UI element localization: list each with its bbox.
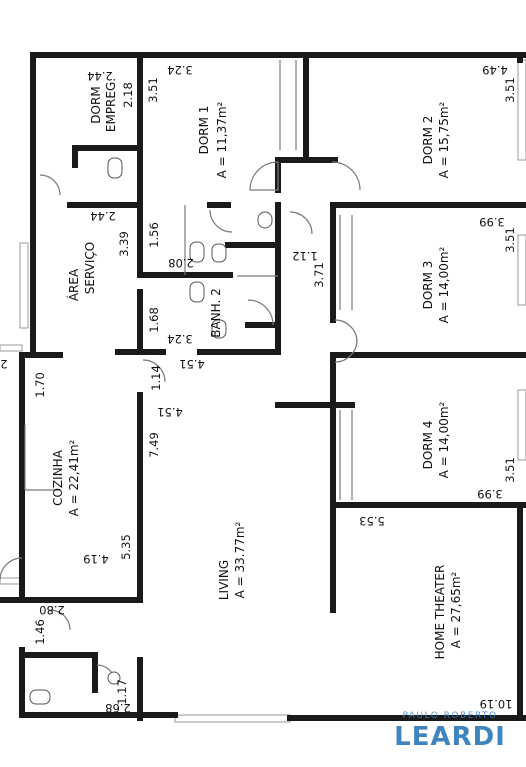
- hall2-dim-h: 1.14: [149, 365, 163, 391]
- room-home-theater: HOME THEATER A = 27,65m² 5.53 10.19: [359, 514, 512, 711]
- dorm3-name: DORM 3: [421, 261, 435, 310]
- room-dorm1: DORM 1 A = 11,37m² 3.24 3.51: [146, 63, 229, 178]
- hall2-dim-w: 4.51: [179, 357, 205, 371]
- doors: [0, 161, 361, 684]
- dorm-empreg-dim-h: 2.18: [121, 82, 135, 108]
- home-theater-area: A = 27,65m²: [449, 571, 463, 648]
- room-hall-2: 4.51 1.14: [149, 357, 205, 391]
- area-servico-dim-w: 2.44: [90, 209, 116, 223]
- cozinha-area: A = 22,41m²: [67, 439, 81, 516]
- wc-dim-h: 1.17: [115, 679, 129, 705]
- dorm4-name: DORM 4: [421, 421, 435, 470]
- cozinha-dim-h: 5.35: [119, 534, 133, 560]
- living-name: LIVING: [217, 560, 231, 600]
- banh2-dim-h: 1.68: [147, 307, 161, 333]
- dorm3-dim-h: 3.51: [503, 227, 517, 253]
- dorm4-dim-h: 3.51: [503, 457, 517, 483]
- home-theater-dim-w2: 10.19: [480, 697, 513, 711]
- lavabo-dim-w: 2.80: [39, 603, 65, 617]
- home-theater-dim-w: 5.53: [359, 514, 385, 528]
- dorm2-dim-h: 3.51: [503, 77, 517, 103]
- dorm2-name: DORM 2: [421, 116, 435, 165]
- room-cozinha: COZINHA A = 22,41m² 4.19 5.35 1.70 2: [0, 357, 133, 566]
- dorm-empreg-name-2: EMPREG.: [104, 78, 118, 132]
- dorm3-area: A = 14,00m²: [437, 246, 451, 323]
- cozinha-dim-edge: 2: [0, 357, 7, 371]
- living-dim-w: 4.51: [157, 405, 183, 419]
- room-dorm-empreg: DORM EMPREG. 2.44 2.18: [87, 69, 135, 132]
- area-servico-name-1: ÁREA: [66, 268, 81, 301]
- windows: [0, 59, 526, 723]
- banh2-dim-w: 3.24: [167, 332, 193, 346]
- room-living: LIVING A = 33.77m² 4.51 7.49: [147, 405, 247, 600]
- brand-logo: PAULO ROBERTO LEARDI: [394, 711, 506, 752]
- dorm2-dim-w: 4.49: [482, 63, 508, 77]
- room-dorm4: DORM 4 A = 14,00m² 3.99 3.51: [421, 401, 517, 501]
- dorm-empreg-name-1: DORM: [89, 86, 103, 123]
- cozinha-name: COZINHA: [51, 449, 65, 506]
- dorm1-area: A = 11,37m²: [215, 101, 229, 178]
- wc-dim-w: 2.68: [105, 701, 131, 715]
- dorm4-dim-w: 3.99: [477, 487, 503, 501]
- banh1-dim-w: 2.08: [168, 256, 194, 270]
- fixtures: [24, 60, 353, 705]
- dorm4-area: A = 14,00m²: [437, 401, 451, 478]
- dorm2-area: A = 15,75m²: [437, 101, 451, 178]
- banh2-name: BANH. 2: [209, 288, 223, 338]
- home-theater-name: HOME THEATER: [433, 565, 447, 660]
- area-servico-name-2: SERVIÇO: [83, 242, 97, 294]
- room-lavabo: 2.80 1.46: [33, 603, 65, 645]
- dorm-empreg-dim-w: 2.44: [87, 69, 113, 83]
- room-banh2: BANH. 2 3.24 1.68: [147, 288, 223, 346]
- banh1-dim-h: 1.56: [147, 222, 161, 248]
- room-hall: 1.12 3.71: [292, 249, 326, 288]
- room-dorm3: DORM 3 A = 14,00m² 3.99 3.51: [421, 215, 517, 323]
- dorm1-name: DORM 1: [197, 106, 211, 155]
- area-servico-dim-h: 3.39: [117, 231, 131, 257]
- room-wc: 2.68 1.17: [105, 679, 131, 715]
- brand-top: PAULO ROBERTO: [402, 711, 497, 721]
- walls: [0, 52, 526, 721]
- cozinha-dim-w: 4.19: [83, 552, 109, 566]
- hall-dim-w: 1.12: [292, 249, 318, 263]
- lavabo-dim-h: 1.46: [33, 619, 47, 645]
- room-banh1: 2.08 1.56: [147, 222, 194, 270]
- brand-main: LEARDI: [394, 722, 506, 752]
- living-area: A = 33.77m²: [233, 521, 247, 598]
- hall-dim-h: 3.71: [312, 262, 326, 288]
- room-area-servico: ÁREA SERVIÇO 2.44 3.39: [66, 209, 131, 301]
- dorm1-dim-w: 3.24: [167, 63, 193, 77]
- living-dim-h: 7.49: [147, 432, 161, 458]
- dorm1-dim-h: 3.51: [146, 77, 160, 103]
- cozinha-dim-side: 1.70: [33, 372, 47, 398]
- dorm3-dim-w: 3.99: [479, 215, 505, 229]
- room-dorm2: DORM 2 A = 15,75m² 4.49 3.51: [421, 63, 517, 178]
